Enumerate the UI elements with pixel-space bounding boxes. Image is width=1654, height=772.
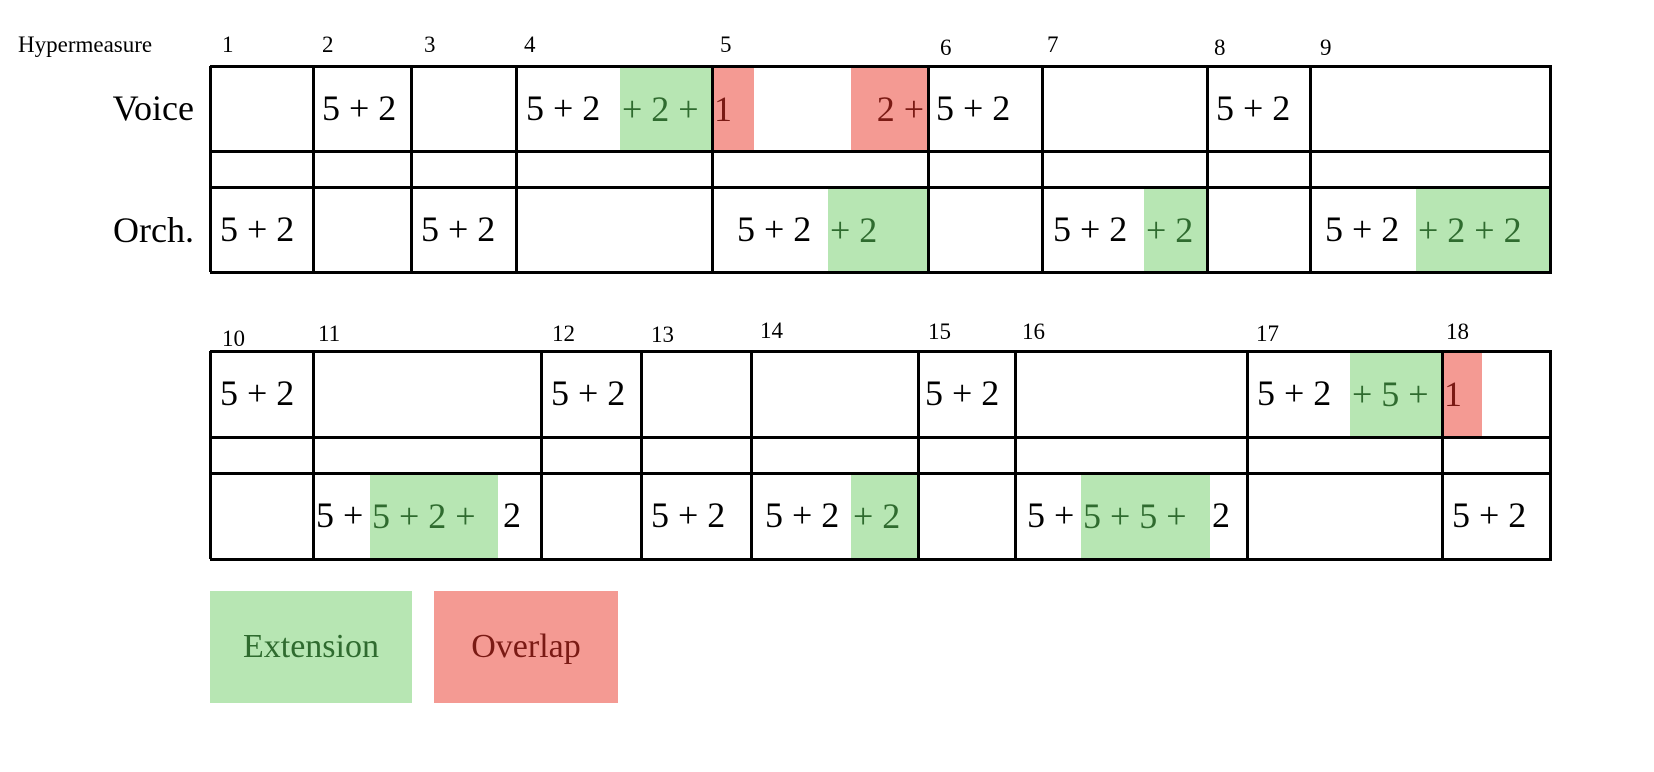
grid-line-vertical — [1013, 351, 1017, 559]
grid-line-horizontal — [210, 349, 1552, 353]
grid-line-vertical — [208, 351, 212, 559]
hypermeasure-number: 5 — [720, 32, 732, 57]
hypermeasure-number: 4 — [524, 32, 536, 57]
hypermeasure-number: 15 — [928, 319, 951, 344]
hypermeasure-number: 18 — [1446, 319, 1469, 344]
grid-line-horizontal — [210, 557, 1552, 561]
hypermeasure-number: 8 — [1214, 35, 1226, 60]
grid-line-vertical — [514, 66, 518, 272]
extension-text: 5 + 2 + — [372, 496, 476, 536]
grid-line-vertical — [1205, 66, 1209, 272]
overlap-highlight: 1 — [1442, 351, 1482, 437]
row-label-orchestra: Orch. — [113, 210, 194, 250]
extension-highlight: + 5 + — [1350, 351, 1442, 437]
grid-line-vertical — [311, 66, 315, 272]
grid-line-horizontal — [210, 185, 1552, 189]
cell-text: 5 + 2 — [651, 495, 726, 535]
cell-text: 5 + 2 — [1053, 208, 1128, 249]
legend-overlap: Overlap — [434, 591, 618, 703]
hypermeasure-number: 7 — [1047, 32, 1059, 57]
grid-line-vertical — [749, 351, 753, 559]
extension-highlight: 5 + 2 + — [370, 473, 498, 559]
hypermeasure-header: Hypermeasure — [18, 32, 153, 57]
grid-line-vertical — [1548, 66, 1552, 272]
cell-text: 5 + 2 — [936, 87, 1011, 128]
grid-line-vertical — [1440, 351, 1444, 559]
extension-text: 5 + 5 + — [1083, 496, 1187, 536]
grid-line-vertical — [1308, 66, 1312, 272]
grid-line-vertical — [409, 66, 413, 272]
cell-text: 5 + 2 — [925, 373, 1000, 413]
hypermeasure-number: 10 — [222, 326, 245, 351]
cell-text: 5 + — [316, 495, 364, 535]
extension-text: + 2 + — [622, 88, 699, 129]
extension-highlight: 5 + 5 + — [1081, 473, 1210, 559]
hypermeasure-number: 13 — [651, 322, 674, 347]
cell-text: 5 + 2 — [220, 208, 295, 249]
hypermeasure-number: 17 — [1256, 321, 1279, 346]
hypermeasure-number: 12 — [552, 321, 575, 346]
extension-text: + 5 + — [1352, 374, 1429, 414]
cell-text: 5 + 2 — [1325, 208, 1400, 249]
extension-text: + 2 + 2 — [1418, 209, 1522, 250]
grid-line-vertical — [208, 66, 212, 272]
overlap-text: 2 + — [876, 88, 924, 129]
extension-highlight: + 2 — [851, 473, 918, 559]
grid-line-vertical — [926, 66, 930, 272]
overlap-highlight: 2 + — [851, 66, 928, 151]
grid-line-vertical — [916, 351, 920, 559]
legend-overlap-label: Overlap — [471, 628, 581, 665]
extension-highlight: + 2 — [1144, 187, 1207, 272]
cell-text: 2 — [503, 495, 521, 535]
grid-line-vertical — [311, 351, 315, 559]
hypermeasure-number: 14 — [760, 318, 783, 343]
cell-text: 5 + — [1027, 495, 1075, 535]
legend-extension-label: Extension — [243, 628, 379, 665]
grid-line-horizontal — [210, 149, 1552, 153]
hypermeasure-number: 11 — [318, 321, 341, 346]
extension-highlight: + 2 + 2 — [1416, 187, 1550, 272]
cell-text: 5 + 2 — [765, 495, 840, 535]
grid-line-vertical — [539, 351, 543, 559]
cell-text: 5 + 2 — [220, 373, 295, 413]
hypermeasure-number: 3 — [424, 32, 436, 57]
cell-text: 5 + 2 — [1257, 373, 1332, 413]
legend-extension: Extension — [210, 591, 412, 703]
cell-text: 5 + 2 — [322, 87, 397, 128]
hypermeasure-number: 1 — [222, 32, 234, 57]
hypermeasure-number: 16 — [1022, 319, 1045, 344]
overlap-highlight: 1 — [712, 66, 754, 151]
grid-line-vertical — [1245, 351, 1249, 559]
cell-text: 5 + 2 — [526, 87, 601, 128]
grid-line-horizontal — [210, 64, 1552, 68]
grid-line-horizontal — [210, 435, 1552, 439]
row-label-voice: Voice — [112, 88, 194, 128]
extension-text: + 2 — [1146, 209, 1194, 250]
cell-text: 2 — [1212, 495, 1230, 535]
grid-line-horizontal — [210, 270, 1552, 274]
grid-line-vertical — [1040, 66, 1044, 272]
grid-line-vertical — [1548, 351, 1552, 559]
hypermeasure-number: 2 — [322, 32, 334, 57]
overlap-text: 1 — [714, 88, 732, 129]
grid-line-horizontal — [210, 471, 1552, 475]
hypermeasure-number: 6 — [940, 35, 952, 60]
cell-text: 5 + 2 — [737, 208, 812, 249]
grid-line-vertical — [710, 66, 714, 272]
extension-highlight: + 2 + — [620, 66, 712, 151]
extension-text: + 2 — [853, 496, 901, 536]
extension-highlight: + 2 — [828, 187, 928, 272]
cell-text: 5 + 2 — [421, 208, 496, 249]
cell-text: 5 + 2 — [1216, 87, 1291, 128]
extension-text: + 2 — [830, 209, 878, 250]
hypermeasure-number: 9 — [1320, 35, 1332, 60]
cell-text: 5 + 2 — [1452, 495, 1527, 535]
overlap-text: 1 — [1444, 374, 1462, 414]
grid-line-vertical — [639, 351, 643, 559]
cell-text: 5 + 2 — [551, 373, 626, 413]
